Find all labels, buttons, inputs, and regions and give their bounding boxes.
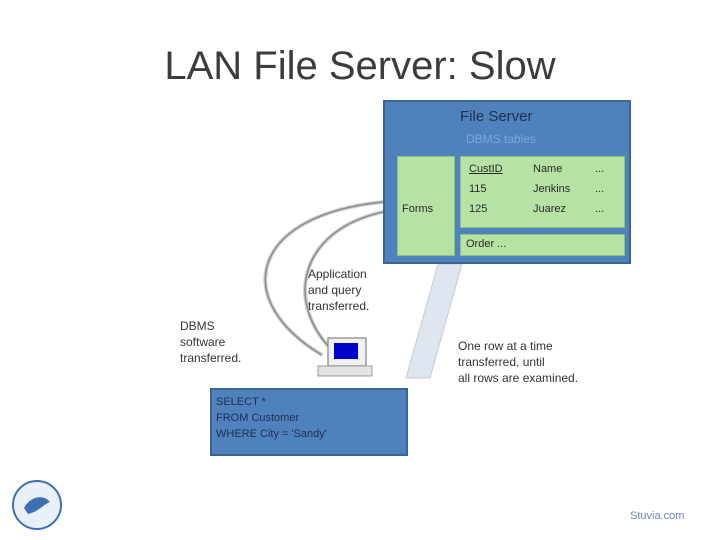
watermark: Stuvia.com xyxy=(630,510,685,522)
rows-note: One row at a time transferred, until all… xyxy=(458,339,579,385)
order-label: Order ... xyxy=(466,238,507,250)
table-header-more: ... xyxy=(595,163,605,175)
table-cell: 125 xyxy=(469,203,488,215)
row-transfer-band xyxy=(405,263,463,379)
order-table xyxy=(460,234,625,256)
table-cell: Jenkins xyxy=(533,183,571,195)
computer-screen xyxy=(334,343,358,359)
forms-box xyxy=(397,156,455,256)
logo-icon xyxy=(12,480,62,530)
table-cell: ... xyxy=(595,183,605,195)
table-header-name: Name xyxy=(533,163,563,175)
slide-title: LAN File Server: Slow xyxy=(164,44,556,88)
customer-table: CustID Name ... 115 Jenkins ... 125 Juar… xyxy=(460,156,625,228)
forms-label: Forms xyxy=(402,203,434,215)
file-server-title: File Server xyxy=(460,108,533,125)
sql-query-text: SELECT * FROM Customer WHERE City = 'San… xyxy=(216,396,327,440)
file-server-subtitle: DBMS tables xyxy=(466,132,537,146)
dbms-note: DBMS software transferred. xyxy=(180,319,242,365)
app-query-note: Application and query transferred. xyxy=(308,267,370,313)
table-cell: ... xyxy=(595,203,605,215)
computer-base xyxy=(317,365,373,377)
sql-query-box xyxy=(210,388,408,456)
table-header-custid: CustID xyxy=(469,163,503,175)
table-cell: Juarez xyxy=(533,203,567,215)
computer-monitor xyxy=(327,337,367,367)
dbms-transfer-arrow-inner xyxy=(264,201,384,356)
logo-graphic xyxy=(24,497,50,514)
table-cell: 115 xyxy=(469,183,487,195)
app-transfer-arrow-inner xyxy=(304,211,384,349)
